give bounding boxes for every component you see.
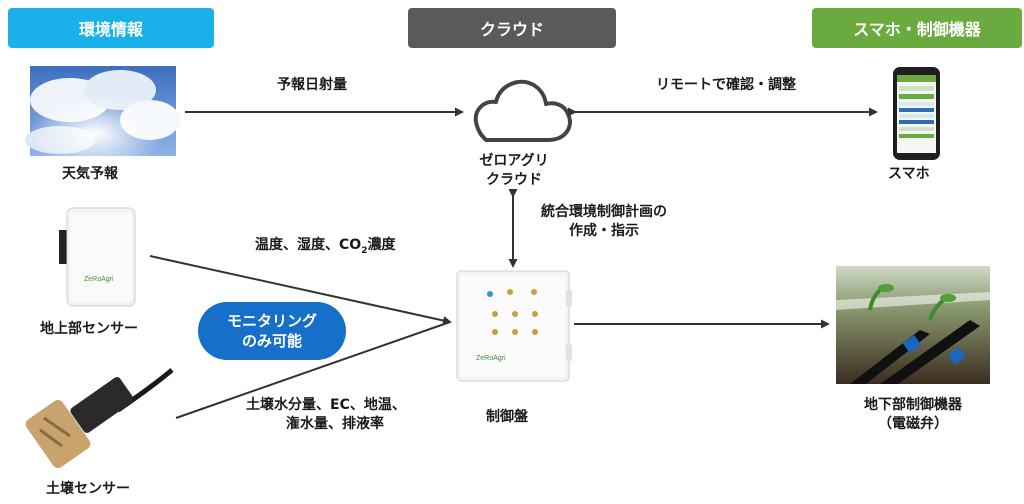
header-phone: スマホ・制御機器 [812,8,1022,48]
cloud-icon [473,79,572,142]
line-soil-sensor-to-panel [175,321,451,419]
temp-edge-suffix: 濃度 [367,237,396,253]
phone-label: スマホ [888,166,930,182]
header-cloud-label: クラウド [479,20,544,39]
header-env: 環境情報 [8,8,214,48]
header-env-label: 環境情報 [78,20,143,39]
underground-label-line1: 地下部制御機器 [864,397,962,413]
header-phone-label: スマホ・制御機器 [853,20,981,39]
smartphone-image [893,67,940,160]
underground-label-line2: （電磁弁） [878,416,948,432]
soil-sensor-image [25,368,174,469]
weather-image [25,66,180,156]
remote-edge-label: リモートで確認・調整 [656,77,796,93]
monitoring-badge-line1: モニタリング [226,312,317,330]
ground-sensor-logo: ZeRoAgri [84,276,114,283]
cloud-label-line2: クラウド [486,172,542,188]
plan-edge-label: 統合環境制御計画の 作成・指示 [520,203,688,241]
header-cloud: クラウド [408,8,616,48]
monitoring-badge-line2: のみ可能 [241,332,302,350]
temp-edge-sub: 2 [361,245,368,256]
underground-label: 地下部制御機器 （電磁弁） [846,396,980,434]
underground-device-image [836,266,990,384]
control-panel-label: 制御盤 [486,409,528,425]
cloud-label: ゼロアグリ クラウド [462,152,566,190]
control-panel-image: ZeRoAgri [456,270,572,382]
forecast-edge-label: 予報日射量 [277,77,347,93]
cloud-label-line1: ゼロアグリ [479,153,549,169]
soil-sensor-label: 土壌センサー [46,481,130,497]
plan-edge-label-line2: 作成・指示 [569,223,639,239]
control-panel-logo: ZeRoAgri [476,355,506,362]
plan-edge-label-line1: 統合環境制御計画の [541,204,667,220]
temp-edge-label: 温度、湿度、CO2濃度 [255,236,395,261]
ground-sensor-image: ZeRoAgri [59,207,136,307]
soil-edge-label-line1: 土壌水分量、EC、地温、 [246,397,406,413]
soil-edge-label-line2: 潅水量、排液率 [286,416,384,432]
line-ground-sensor-to-panel [149,255,452,325]
temp-edge-prefix: 温度、湿度、CO [255,237,362,253]
soil-edge-label: 土壌水分量、EC、地温、 潅水量、排液率 [246,396,406,434]
weather-label: 天気予報 [62,166,118,182]
monitoring-only-badge: モニタリング のみ可能 [198,302,346,360]
ground-sensor-label: 地上部センサー [40,321,138,337]
